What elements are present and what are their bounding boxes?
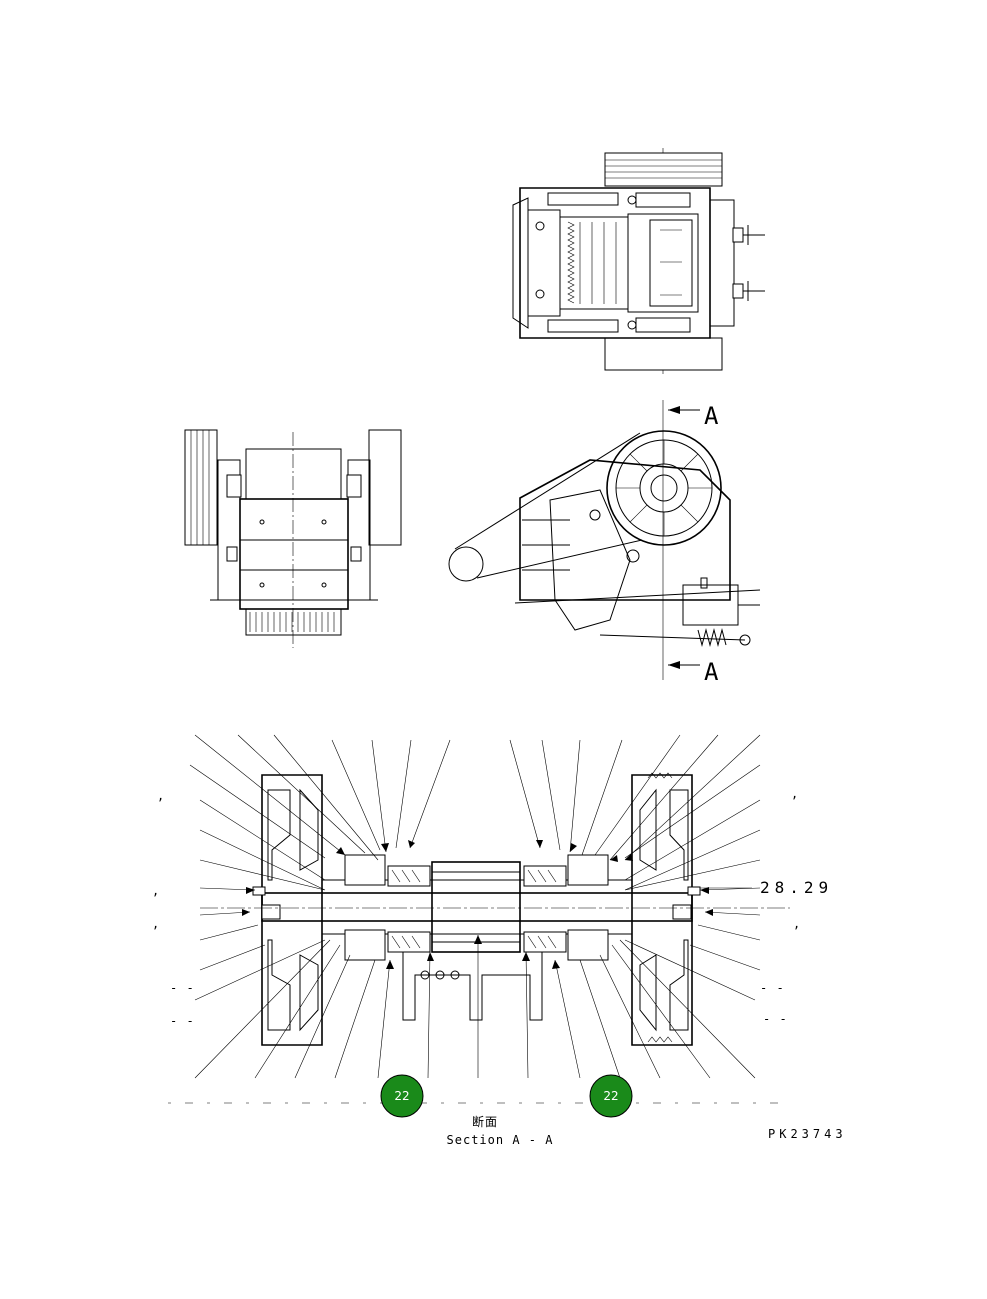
arrowheads: [242, 840, 713, 969]
lower-flywheel: [604, 337, 723, 371]
frame-outline: [519, 187, 711, 339]
left-flywheel: [184, 429, 218, 546]
section-caption-jp: 断面: [472, 1114, 498, 1129]
section-right-flywheel: [631, 774, 693, 1046]
top-view: [512, 148, 765, 374]
callout-circle[interactable]: [380, 1074, 424, 1118]
stray-mark: ,: [791, 787, 799, 801]
callout-badge-right[interactable]: 22: [589, 1074, 633, 1118]
motor-pulley: [448, 546, 484, 582]
stray-mark: - -: [760, 981, 785, 995]
jaw-teeth: [567, 221, 617, 304]
stray-mark: ,: [793, 917, 801, 931]
dimension-label: 28.29: [760, 878, 833, 897]
stray-mark: - -: [170, 981, 195, 995]
right-flywheel: [368, 429, 402, 546]
callout-label: 22: [394, 1089, 409, 1103]
section-mark-top: A: [704, 402, 719, 430]
section-left-flywheel: [261, 774, 323, 1046]
section-view: 28.29 , , , , , - - - - - - - -: [152, 734, 833, 1104]
callout-label: 22: [603, 1089, 618, 1103]
leader-lines: [189, 734, 761, 1079]
stray-mark: ,: [157, 789, 165, 803]
side-flywheel: [606, 430, 722, 546]
stray-mark: ,: [152, 884, 160, 898]
stray-mark: - -: [170, 1014, 195, 1028]
eccentric-shaft: [261, 892, 693, 922]
front-view: [184, 429, 402, 648]
section-mark-bottom: A: [704, 658, 719, 686]
callout-badge-left[interactable]: 22: [380, 1074, 424, 1118]
stray-mark: - -: [763, 1012, 788, 1026]
section-caption-en: Section A - A: [447, 1133, 554, 1147]
stray-mark: ,: [152, 917, 160, 931]
callout-circle[interactable]: [589, 1074, 633, 1118]
upper-flywheel: [604, 152, 723, 187]
part-code: PK23743: [768, 1127, 847, 1141]
side-view: A A: [448, 400, 761, 686]
